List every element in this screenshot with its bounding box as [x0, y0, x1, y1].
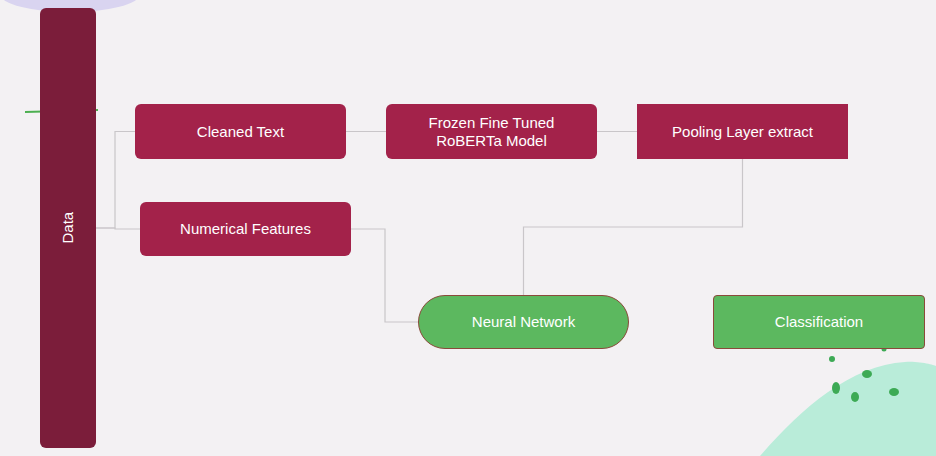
dots — [829, 347, 899, 403]
connector — [351, 229, 418, 322]
connector — [597, 131, 637, 132]
output-box: Classification — [713, 295, 925, 349]
node-label: Data — [59, 212, 76, 244]
connector — [524, 159, 743, 295]
node-label: Frozen Fine Tuned RoBERTa Model — [398, 114, 585, 149]
node-label: Pooling Layer extract — [672, 123, 813, 140]
data-band: Data — [40, 8, 96, 448]
network-pill: Neural Network — [418, 295, 629, 349]
process-box: Pooling Layer extract — [637, 104, 848, 159]
connector — [346, 131, 386, 132]
corner-blob — [760, 362, 936, 456]
process-box: Numerical Features — [140, 202, 351, 256]
model-box: Frozen Fine Tuned RoBERTa Model — [386, 104, 597, 159]
node-label: Numerical Features — [180, 220, 311, 237]
node-label: Cleaned Text — [197, 123, 284, 140]
connector — [96, 228, 140, 229]
node-label: Neural Network — [472, 313, 575, 330]
connector — [96, 132, 135, 229]
process-box: Cleaned Text — [135, 104, 346, 159]
node-label: Classification — [775, 313, 863, 330]
